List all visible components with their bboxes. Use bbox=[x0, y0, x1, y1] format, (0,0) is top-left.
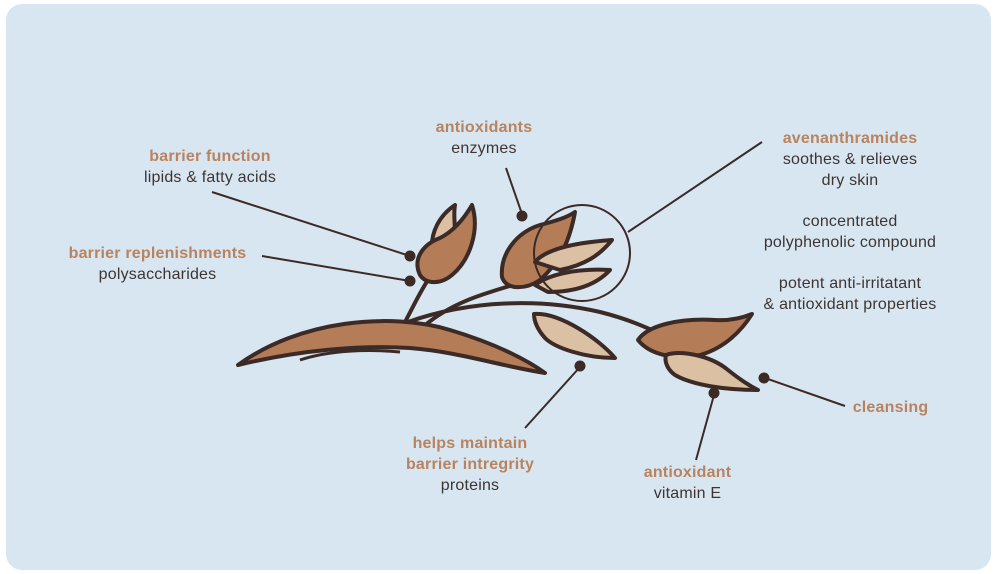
right-leaf-dark bbox=[638, 314, 752, 357]
label-text: potent anti-irritatant bbox=[730, 273, 970, 294]
label-text: lipids & fatty acids bbox=[95, 167, 325, 188]
dot-barrier-integrity bbox=[576, 362, 585, 371]
label-title: avenanthramides bbox=[730, 128, 970, 149]
label-title: barrier replenishments bbox=[45, 243, 270, 264]
label-text: polysaccharides bbox=[45, 264, 270, 285]
label-text: vitamin E bbox=[620, 483, 755, 504]
label-text: & antioxidant properties bbox=[730, 294, 970, 315]
dot-cleansing bbox=[760, 374, 769, 383]
label-avenanthramides: avenanthramides soothes & relieves dry s… bbox=[730, 128, 970, 191]
label-title: barrier intregrity bbox=[375, 454, 565, 475]
label-text: concentrated bbox=[730, 211, 970, 232]
label-cleansing: cleansing bbox=[838, 397, 943, 418]
dot-antioxidant bbox=[710, 389, 719, 398]
label-text: dry skin bbox=[730, 170, 970, 191]
label-title: antioxidants bbox=[419, 117, 549, 138]
label-title: cleansing bbox=[838, 397, 943, 418]
label-antioxidant: antioxidant vitamin E bbox=[620, 462, 755, 504]
label-title: helps maintain bbox=[375, 433, 565, 454]
label-text: enzymes bbox=[419, 138, 549, 159]
label-barrier-replenishments: barrier replenishments polysaccharides bbox=[45, 243, 270, 285]
label-text: proteins bbox=[375, 475, 565, 496]
dot-antioxidants bbox=[518, 212, 527, 221]
right-leaf-light bbox=[665, 353, 758, 390]
label-title: barrier function bbox=[95, 146, 325, 167]
label-barrier-function: barrier function lipids & fatty acids bbox=[95, 146, 325, 188]
large-leaf bbox=[238, 321, 545, 373]
dot-barrier-function bbox=[406, 252, 415, 261]
label-antioxidants: antioxidants enzymes bbox=[419, 117, 549, 159]
label-text: soothes & relieves bbox=[730, 149, 970, 170]
label-title: antioxidant bbox=[620, 462, 755, 483]
dot-barrier-replenishments bbox=[406, 277, 415, 286]
middle-leaf bbox=[534, 314, 615, 358]
label-polyphenolic: concentrated polyphenolic compound bbox=[730, 211, 970, 253]
label-barrier-integrity: helps maintain barrier intregrity protei… bbox=[375, 433, 565, 496]
label-text: polyphenolic compound bbox=[730, 232, 970, 253]
label-anti-irritant: potent anti-irritatant & antioxidant pro… bbox=[730, 273, 970, 315]
